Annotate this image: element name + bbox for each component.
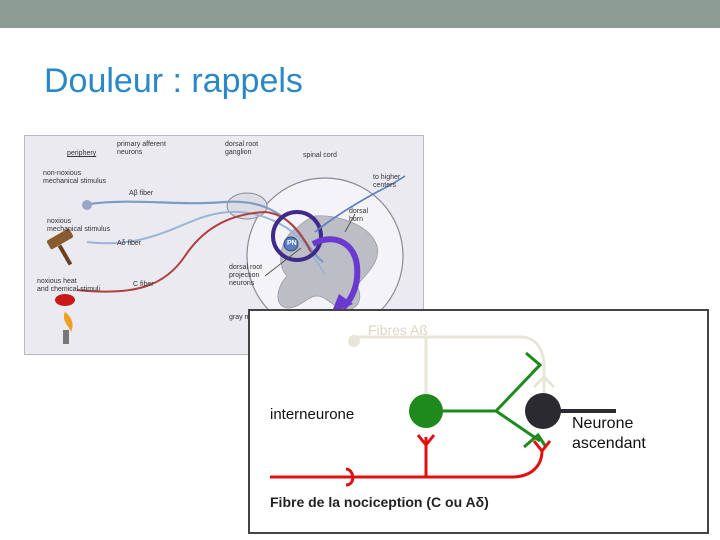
interneurone-axon-down — [495, 409, 541, 443]
label-dorsal-horn: dorsal horn — [349, 208, 369, 223]
label-projection-neurons: dorsal root projection neurons — [229, 264, 263, 287]
interneurone-body — [409, 394, 443, 428]
fibres-ab-synapse-2 — [532, 374, 556, 389]
label-dorsal-root-ganglion: dorsal root ganglion — [225, 141, 259, 156]
pn-node — [283, 236, 299, 252]
interneurone-axon-up — [442, 363, 542, 413]
label-c-fiber: C fiber — [133, 281, 154, 288]
label-ab-fiber: Aβ fiber — [129, 190, 154, 197]
label-pn: PN — [287, 240, 297, 247]
label-to-higher-centers: to higher centers — [373, 174, 401, 189]
nociception-line — [270, 450, 544, 479]
nociception-label: Fibre de la nociception (C ou Aδ) — [270, 494, 489, 510]
label-ad-fiber: Aδ fiber — [117, 240, 142, 247]
nociception-synapse-2 — [532, 440, 552, 454]
fibres-ab-label: Fibres Aß — [368, 322, 428, 338]
label-spinal-cord: spinal cord — [303, 152, 337, 159]
neurone-ascendant-label: Neurone ascendant — [572, 415, 646, 452]
interneurone-label: interneurone — [270, 406, 355, 423]
pepper-icon — [55, 294, 75, 306]
circuit-diagram: Fibres Aß interneurone Fibre de la nocic… — [248, 309, 709, 534]
interneurone-synapse-up — [525, 351, 543, 375]
match-icon — [63, 330, 69, 344]
label-noxious-mech: noxious mechanical stimulus — [47, 218, 111, 233]
label-periphery: periphery — [67, 150, 97, 157]
ad-fiber-path — [86, 210, 326, 275]
label-gray-matter: gray m — [229, 314, 251, 321]
c-fiber-path — [76, 210, 312, 293]
interneurone-synapse-down — [523, 432, 548, 449]
anatomy-drawing — [46, 175, 406, 344]
label-non-noxious: non-noxious mechanical stimulus — [43, 170, 107, 185]
nociception-synapse-1 — [416, 434, 436, 448]
label-primary-afferent: primary afferent neurons — [117, 141, 166, 156]
nociception-terminal — [345, 467, 355, 487]
anatomy-figure: periphery primary afferent neurons dorsa… — [24, 135, 424, 355]
flame-icon — [63, 312, 73, 332]
purple-arrow — [311, 236, 361, 311]
fibres-ab-line — [354, 335, 546, 395]
ascending-neuron-body — [525, 393, 561, 429]
hammer-icon — [46, 228, 74, 250]
ascending-path — [314, 175, 406, 233]
circuit-drawing — [270, 335, 616, 487]
label-noxious-heat: noxious heat and chemical stimuli — [37, 278, 101, 293]
highlight-circle — [271, 210, 323, 262]
top-bar — [0, 0, 720, 28]
touch-icon — [82, 200, 92, 210]
slide-title: Douleur : rappels — [44, 62, 303, 100]
